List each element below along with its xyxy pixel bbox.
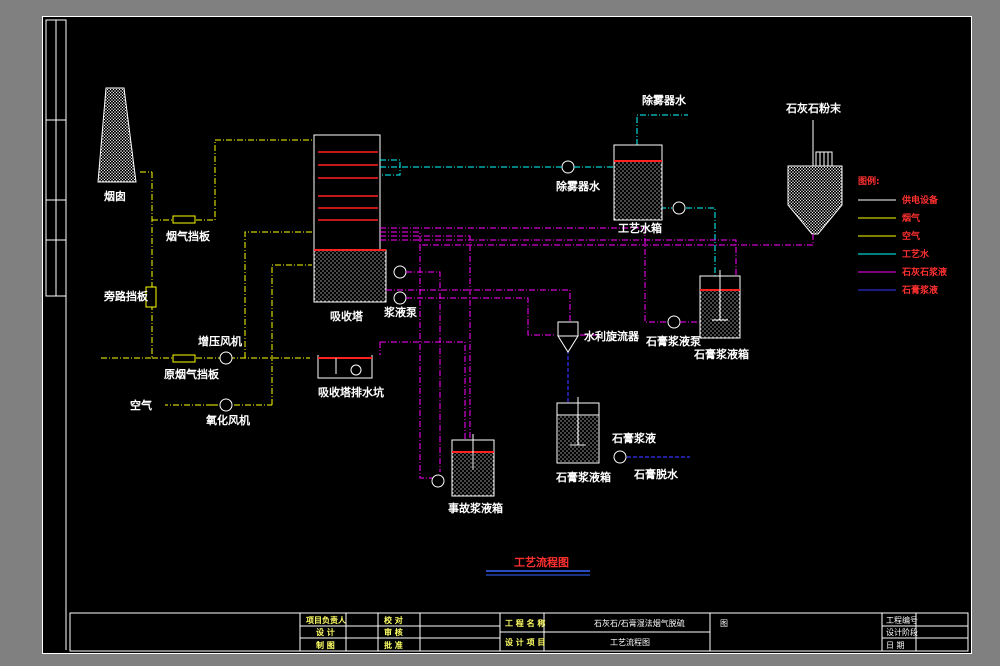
process-water-tank xyxy=(613,144,663,221)
label-raw-flue-damper: 原烟气挡板 xyxy=(164,367,220,381)
diagram-title: 工艺流程图 xyxy=(514,555,569,569)
label-air: 空气 xyxy=(130,398,152,412)
legend-label: 空气 xyxy=(902,230,920,242)
water-lines xyxy=(380,114,716,276)
tb-project-number: 工程编号 xyxy=(886,615,918,625)
tb-mark: 图 xyxy=(720,619,728,628)
label-gypsum-slurry: 石膏浆液 xyxy=(611,431,657,445)
legend-label: 石灰石浆液 xyxy=(901,266,948,278)
tb-project-name: 石灰石/石膏湿法烟气脱硫 xyxy=(594,618,685,628)
emergency-tank xyxy=(451,434,495,497)
label-gypsum-tank-right: 石膏浆液箱 xyxy=(693,347,749,361)
label-mist-water-top: 除雾器水 xyxy=(642,93,687,107)
label-absorber: 吸收塔 xyxy=(330,309,364,323)
tb-review: 审 核 xyxy=(384,627,403,637)
title-block-text: 项目负责人 校 对 工 程 名 称 石灰石/石膏湿法烟气脱硫 设 计 审 核 制… xyxy=(306,615,918,650)
drawing-sheet xyxy=(42,16,972,654)
tb-design-stage: 设计阶段 xyxy=(886,627,918,637)
hydrocyclone xyxy=(557,321,579,353)
diagram-title-block: 工艺流程图 xyxy=(486,555,590,576)
label-chimney: 烟囱 xyxy=(104,189,126,203)
label-booster-fan: 增压风机 xyxy=(198,334,242,348)
label-process-water-tank: 工艺水箱 xyxy=(618,221,662,235)
label-bypass-damper: 旁路挡板 xyxy=(103,289,149,303)
slurry-lines xyxy=(379,227,814,479)
legend-title: 图例: xyxy=(858,175,880,187)
label-limestone: 石灰石粉末 xyxy=(785,101,842,115)
chimney xyxy=(97,87,137,183)
label-oxidation-fan: 氧化风机 xyxy=(205,413,250,427)
tb-project-name-label: 工 程 名 称 xyxy=(505,618,545,628)
tb-drawing: 制 图 xyxy=(316,640,335,650)
label-gypsum-dewater: 石膏脱水 xyxy=(633,467,679,481)
tb-design: 设 计 xyxy=(316,627,335,637)
diagram-labels: 烟囱 烟气挡板 旁路挡板 原烟气挡板 增压风机 空气 氧化风机 吸收塔 浆液泵 … xyxy=(103,93,842,515)
label-mist-water-pump: 除雾器水 xyxy=(556,179,601,193)
tb-project-lead: 项目负责人 xyxy=(306,615,347,625)
gypsum-tank-right xyxy=(699,270,741,339)
title-block xyxy=(69,612,969,652)
label-hydrocyclone: 水利旋流器 xyxy=(584,329,640,343)
legend-label: 石膏浆液 xyxy=(901,284,939,296)
label-emergency-tank: 事故浆液箱 xyxy=(448,501,503,515)
tb-approve: 批 准 xyxy=(384,640,403,650)
tb-design-item-label: 设 计 项 目 xyxy=(505,637,545,647)
pumps xyxy=(219,160,686,488)
tb-date: 日 期 xyxy=(886,641,905,650)
limestone-silo xyxy=(787,120,843,235)
label-gypsum-tank-lower: 石膏浆液箱 xyxy=(555,470,611,484)
label-drain-pit: 吸收塔排水坑 xyxy=(318,385,384,399)
label-gypsum-pump: 石膏浆液泵 xyxy=(645,334,701,348)
label-flue-damper: 烟气挡板 xyxy=(166,229,211,243)
legend-label: 烟气 xyxy=(902,212,920,224)
flue-dampers xyxy=(145,215,196,363)
legend-label: 供电设备 xyxy=(901,194,939,206)
tb-design-item: 工艺流程图 xyxy=(610,637,650,647)
absorber-tower xyxy=(313,134,387,303)
gypsum-lines xyxy=(567,350,690,458)
label-slurry-pump: 浆液泵 xyxy=(384,305,417,319)
legend-label: 工艺水 xyxy=(902,248,930,260)
gypsum-tank-lower xyxy=(556,397,600,464)
left-margin-strip xyxy=(45,19,67,650)
tb-proofread: 校 对 xyxy=(384,615,403,625)
absorber-drain-pit xyxy=(317,355,373,379)
